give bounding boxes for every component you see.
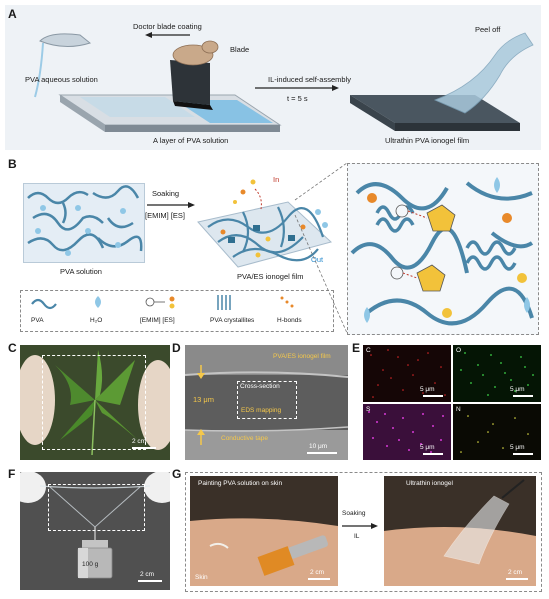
panel-f-photo: 100 g 2 cm bbox=[20, 472, 170, 590]
eds-c-element: C bbox=[366, 347, 371, 354]
legend-hbonds: H-bonds bbox=[277, 317, 302, 324]
panel-a-label: A bbox=[8, 7, 17, 21]
ultrathin-film-label: Ultrathin PVA ionogel film bbox=[385, 136, 470, 145]
eds-dots-n bbox=[460, 415, 529, 453]
pva-solution-box bbox=[23, 183, 145, 263]
panel-c-dashed-region bbox=[42, 355, 146, 450]
panel-d-scalebar bbox=[307, 452, 337, 454]
ionogel-photo bbox=[384, 476, 536, 586]
eds-mapping-label: EDS mapping bbox=[241, 407, 282, 414]
eds-s-scale: 5 μm bbox=[420, 444, 435, 451]
eds-o-scalebar bbox=[513, 395, 533, 397]
panel-g1-scalebar bbox=[308, 578, 330, 580]
soaking-arrow bbox=[147, 202, 195, 208]
molecular-structure bbox=[350, 177, 534, 326]
thickness-arrows bbox=[197, 365, 205, 445]
eds-map-o: O 5 μm bbox=[453, 345, 541, 402]
eds-c-scalebar bbox=[423, 395, 443, 397]
legend-emim-es: [EMIM] [ES] bbox=[140, 317, 175, 324]
panel-f-scalebar bbox=[138, 580, 162, 582]
sem-image bbox=[185, 345, 348, 460]
pva-legend-icon bbox=[31, 298, 57, 310]
panel-g-photo-1: Painting PVA solution on skin Skin 2 cm bbox=[190, 476, 338, 586]
tape-label: Conductive tape bbox=[221, 435, 268, 442]
eds-region bbox=[237, 381, 297, 419]
panel-c-photo: 2 cm bbox=[20, 345, 170, 460]
panel-g-frame bbox=[185, 472, 542, 592]
eds-s-scalebar bbox=[423, 453, 443, 455]
eds-map-s: S 5 μm bbox=[363, 404, 451, 460]
crystallites-legend-icon bbox=[217, 295, 231, 310]
ultrathin-ionogel-label: Ultrathin ionogel bbox=[406, 480, 453, 487]
time-label: t = 5 s bbox=[287, 94, 308, 103]
skin-label: Skin bbox=[195, 574, 208, 581]
zoom-connectors bbox=[294, 162, 348, 334]
doctor-blade-label: Doctor blade coating bbox=[133, 22, 202, 31]
eds-dots-o bbox=[460, 352, 534, 396]
cross-section-label: Cross-section bbox=[240, 383, 280, 390]
panel-f-label: F bbox=[8, 467, 16, 481]
peel-off-label: Peel off bbox=[475, 25, 501, 34]
eds-o-scale: 5 μm bbox=[510, 386, 525, 393]
hbonds-legend-icon bbox=[280, 296, 294, 308]
sem-film-label: PVA/ES ionogel film bbox=[273, 353, 331, 360]
panel-c-scale-label: 2 cm bbox=[132, 438, 147, 445]
panel-g-label: G bbox=[172, 467, 182, 481]
panel-g-photo-2: Ultrathin ionogel 2 cm bbox=[384, 476, 536, 586]
eds-dots-c bbox=[370, 349, 446, 398]
panel-b-label: B bbox=[8, 157, 17, 171]
panel-f-dashed-region bbox=[48, 484, 145, 531]
weight-label: 100 g bbox=[82, 561, 99, 568]
eds-c-scale: 5 μm bbox=[420, 386, 435, 393]
panel-g2-scale-label: 2 cm bbox=[508, 569, 523, 576]
panel-a-illustration bbox=[34, 32, 534, 132]
eds-s-element: S bbox=[366, 406, 371, 413]
panel-g2-scalebar bbox=[506, 578, 528, 580]
blade-label: Blade bbox=[230, 45, 250, 54]
eds-n-scale: 5 μm bbox=[510, 444, 525, 451]
panel-a: A PVA aqueous solution Doctor blade coat… bbox=[5, 5, 541, 150]
painting-label: Painting PVA solution on skin bbox=[198, 480, 283, 487]
out-label: Out bbox=[311, 255, 324, 264]
weight-photo bbox=[20, 472, 170, 590]
emim-es-label: [EMIM] [ES] bbox=[145, 211, 186, 220]
legend-pva: PVA bbox=[31, 317, 44, 324]
eds-dots-s bbox=[368, 411, 444, 453]
panel-b: B PVA solution Soaking [EMIM] [ES] bbox=[5, 155, 541, 338]
legend-h2o: H₂O bbox=[90, 317, 103, 324]
eds-n-element: N bbox=[456, 406, 461, 413]
pva-aqueous-label: PVA aqueous solution bbox=[25, 75, 98, 84]
eds-map-n: N 5 μm bbox=[453, 404, 541, 460]
soaking-label: Soaking bbox=[152, 189, 180, 198]
legend-box bbox=[20, 290, 334, 332]
panel-f-scale-label: 2 cm bbox=[140, 571, 155, 578]
ionogel-film-sheet bbox=[197, 179, 333, 268]
in-label: In bbox=[273, 175, 280, 184]
panel-g1-scale-label: 2 cm bbox=[310, 569, 325, 576]
eds-n-scalebar bbox=[513, 453, 533, 455]
g-il-label: IL bbox=[354, 533, 360, 540]
layer-label: A layer of PVA solution bbox=[153, 136, 229, 145]
pva-solution-chains bbox=[27, 185, 143, 256]
legend-crystallites: PVA crystallites bbox=[210, 317, 255, 324]
il-assembly-label: IL-induced self-assembly bbox=[268, 75, 351, 84]
water-legend-icon bbox=[95, 296, 101, 308]
panel-e-label: E bbox=[352, 341, 361, 355]
eds-o-element: O bbox=[456, 347, 462, 354]
legend-icons bbox=[31, 295, 294, 310]
panel-d-label: D bbox=[172, 341, 181, 355]
eds-map-c: C 5 μm bbox=[363, 345, 451, 402]
pva-solution-label: PVA solution bbox=[60, 267, 102, 276]
emim-es-legend-icon bbox=[145, 296, 175, 309]
panel-c-label: C bbox=[8, 341, 17, 355]
panel-c-scalebar bbox=[132, 447, 156, 449]
thickness-label: 13 μm bbox=[193, 395, 214, 404]
painting-photo bbox=[190, 476, 338, 586]
ionogel-film-label: PVA/ES ionogel film bbox=[237, 272, 304, 281]
panel-d-sem: PVA/ES ionogel film Cross-section EDS ma… bbox=[185, 345, 348, 460]
panel-d-scale-label: 10 μm bbox=[309, 443, 328, 450]
g-soaking-label: Soaking bbox=[342, 510, 366, 517]
soaking-il-arrow bbox=[342, 523, 378, 529]
